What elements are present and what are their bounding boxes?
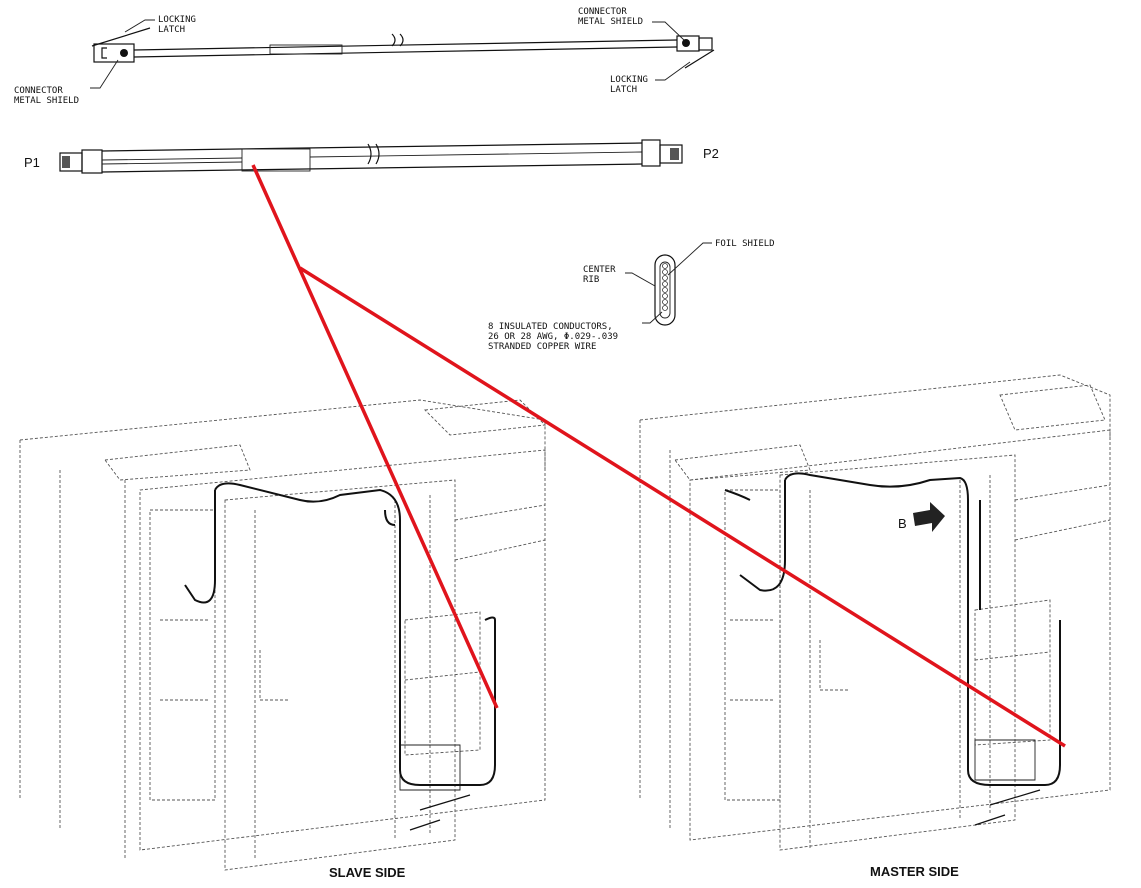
svg-text:STRANDED COPPER WIRE: STRANDED COPPER WIRE bbox=[488, 342, 596, 352]
svg-text:FOIL SHIELD: FOIL SHIELD bbox=[715, 239, 775, 249]
cable-cross-section: FOIL SHIELD CENTER RIB 8 INSULATED CONDU… bbox=[488, 239, 775, 352]
svg-text:LOCKING: LOCKING bbox=[610, 75, 648, 85]
svg-text:CENTER: CENTER bbox=[583, 265, 616, 275]
svg-text:8 INSULATED CONDUCTORS,: 8 INSULATED CONDUCTORS, bbox=[488, 322, 613, 332]
svg-text:RIB: RIB bbox=[583, 275, 599, 285]
svg-text:LATCH: LATCH bbox=[158, 25, 185, 35]
label-connector-shield-left: CONNECTOR METAL SHIELD bbox=[14, 59, 119, 106]
view-arrow-b: B bbox=[898, 502, 945, 532]
svg-text:METAL SHIELD: METAL SHIELD bbox=[14, 96, 79, 106]
svg-text:LOCKING: LOCKING bbox=[158, 15, 196, 25]
label-p1: P1 bbox=[24, 155, 40, 170]
svg-text:B: B bbox=[898, 516, 907, 531]
svg-text:METAL SHIELD: METAL SHIELD bbox=[578, 17, 643, 27]
label-locking-latch-right: LOCKING LATCH bbox=[610, 61, 691, 95]
cable-side-view: P1 P2 bbox=[24, 139, 719, 174]
svg-text:26 OR 28 AWG, Φ.029-.039: 26 OR 28 AWG, Φ.029-.039 bbox=[488, 332, 618, 342]
svg-text:CONNECTOR: CONNECTOR bbox=[578, 7, 627, 17]
svg-text:CONNECTOR: CONNECTOR bbox=[14, 86, 63, 96]
cable-top-view bbox=[91, 27, 715, 69]
slave-side-cabinet: SLAVE SIDE bbox=[19, 399, 546, 880]
red-callout-lines bbox=[251, 164, 1066, 748]
label-locking-latch-left: LOCKING LATCH bbox=[124, 15, 196, 35]
svg-text:LATCH: LATCH bbox=[610, 85, 637, 95]
caption-master-side: MASTER SIDE bbox=[870, 864, 959, 879]
caption-slave-side: SLAVE SIDE bbox=[329, 865, 406, 880]
label-p2: P2 bbox=[703, 146, 719, 161]
master-side-cabinet: B MASTER SIDE bbox=[639, 374, 1111, 879]
label-connector-shield-right: CONNECTOR METAL SHIELD bbox=[578, 7, 685, 41]
